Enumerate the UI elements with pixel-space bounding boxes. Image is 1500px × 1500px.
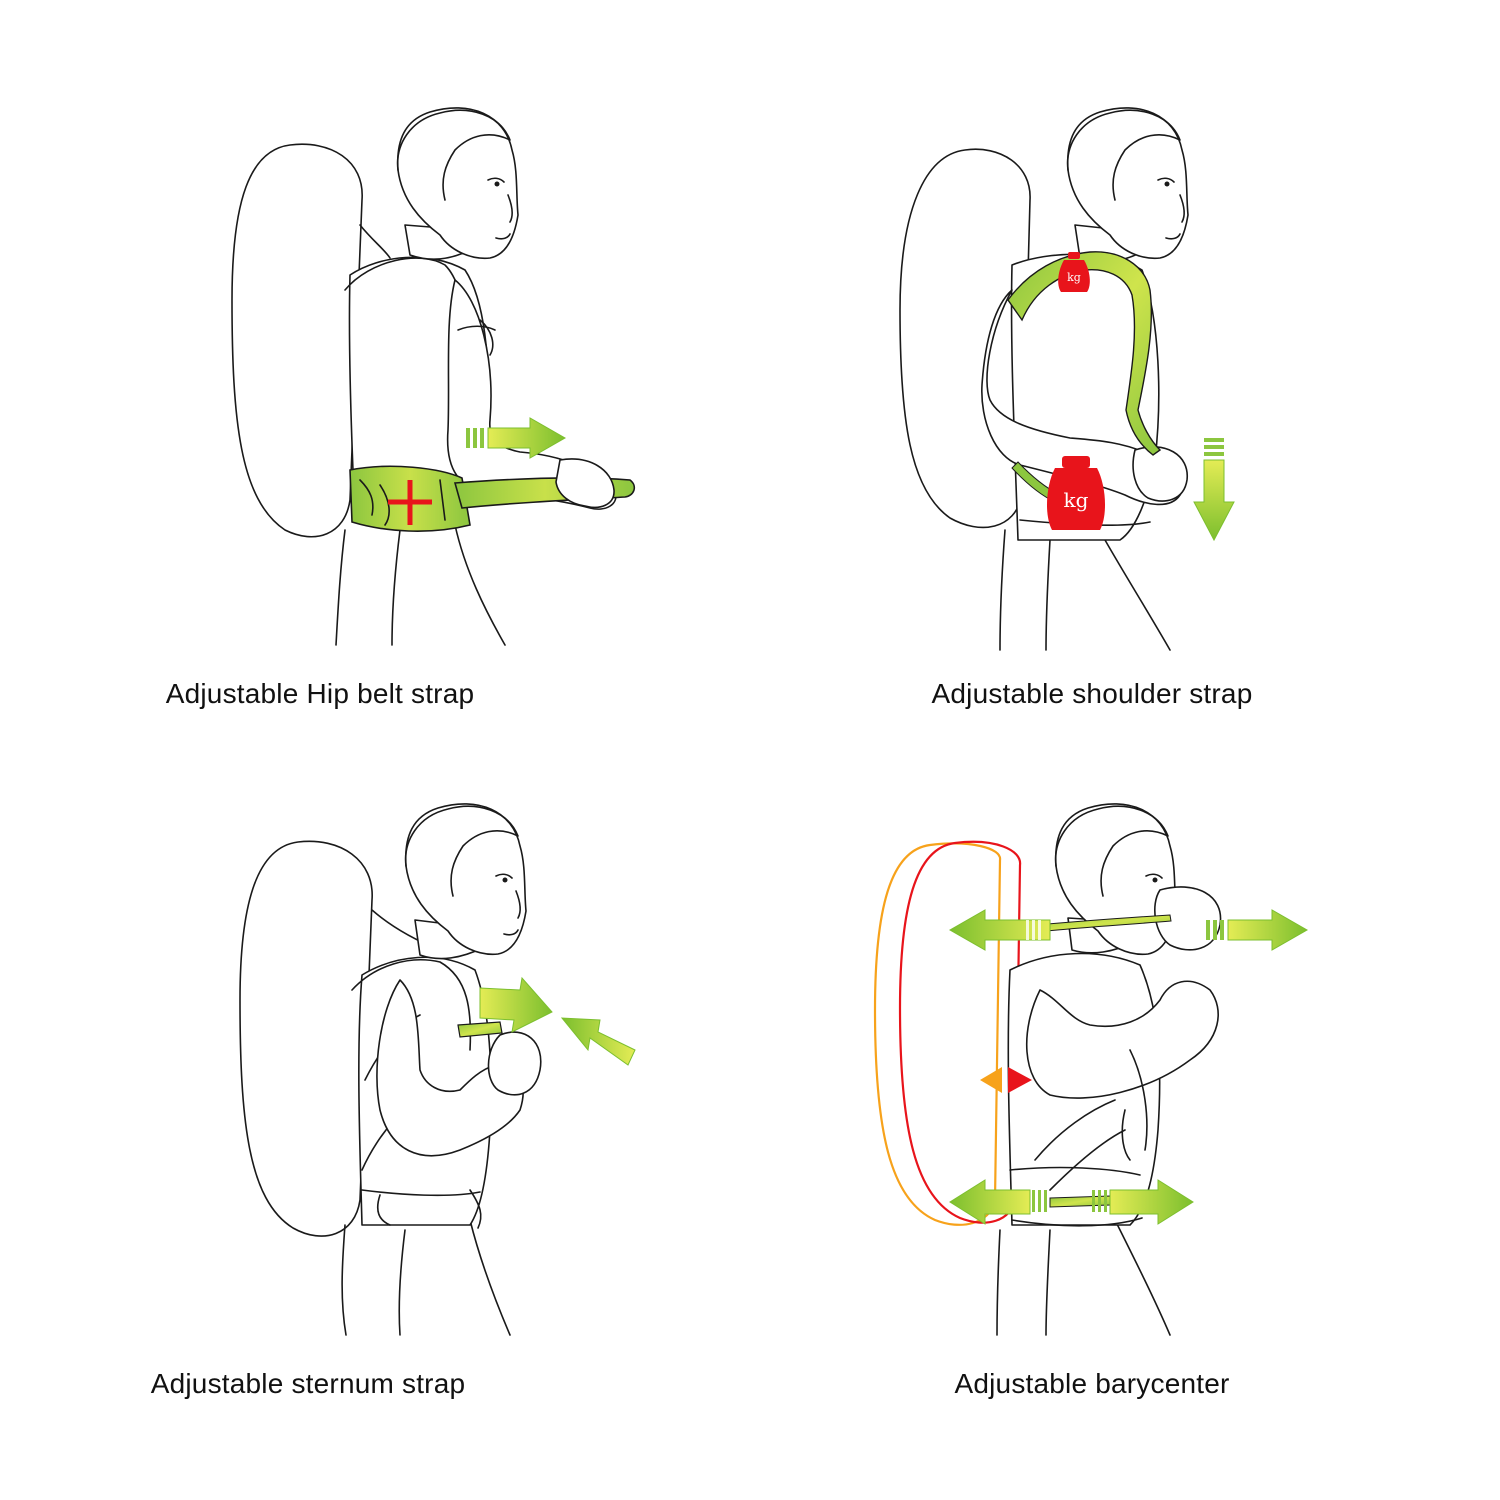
weight-label-large: kg — [1064, 488, 1089, 512]
load-lifter-strap — [1024, 914, 1172, 934]
push-arrow-left-icon — [560, 1017, 636, 1066]
panel-barycenter: Adjustable barycenter — [750, 750, 1500, 1500]
bottom-arrow-left-icon — [949, 1179, 1047, 1225]
backpack-outline-red — [898, 840, 1022, 1224]
large-weight-icon: kg — [1046, 456, 1106, 530]
push-arrow-right-icon — [479, 976, 553, 1033]
barycenter-illustration — [873, 803, 1309, 1336]
barycenter-marker-orange-icon — [980, 1067, 1002, 1093]
bottom-arrow-right-icon — [1092, 1179, 1194, 1225]
pull-arrow-right-icon — [466, 417, 567, 459]
sternum-strap-illustration — [239, 803, 636, 1336]
caption-shoulder-strap: Adjustable shoulder strap — [931, 678, 1253, 709]
top-arrow-left-icon — [948, 909, 1051, 951]
shoulder-strap — [1007, 251, 1162, 456]
hip-belt-illustration — [231, 107, 636, 646]
backpack — [231, 143, 363, 538]
backpack-outline-orange — [873, 842, 1002, 1226]
panel-hip-belt: Adjustable Hip belt strap — [0, 0, 750, 750]
caption-hip-belt: Adjustable Hip belt strap — [165, 678, 475, 709]
tighten-cross-icon — [388, 480, 432, 525]
top-arrow-right-icon — [1206, 909, 1309, 951]
weight-label-small: kg — [1067, 271, 1081, 284]
backpack — [239, 840, 373, 1237]
sternum-strap — [457, 1021, 503, 1038]
caption-sternum-strap: Adjustable sternum strap — [150, 1368, 466, 1399]
small-weight-icon: kg — [1058, 252, 1090, 292]
panel-sternum-strap: Adjustable sternum strap — [0, 750, 750, 1500]
caption-barycenter: Adjustable barycenter — [954, 1368, 1230, 1399]
pull-arrow-down-icon — [1193, 438, 1235, 542]
barycenter-marker-red-icon — [1008, 1067, 1032, 1093]
backpack — [899, 148, 1031, 529]
panel-shoulder-strap: kg kg Adjustable shoulder strap — [750, 0, 1500, 750]
shoulder-strap-illustration: kg kg — [899, 107, 1235, 651]
